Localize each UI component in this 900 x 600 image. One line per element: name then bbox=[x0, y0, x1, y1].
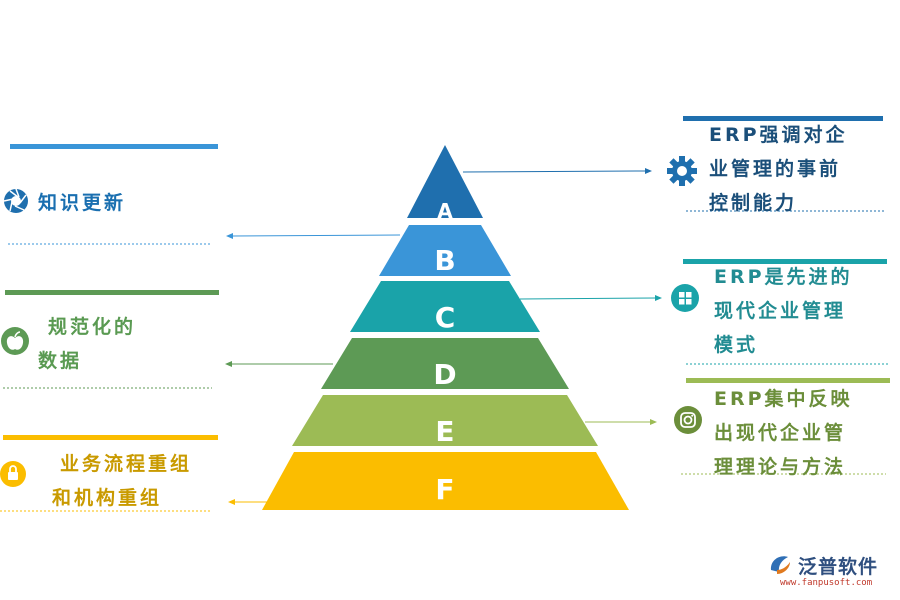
right-card-3-line-3: 理理论与方法 bbox=[714, 456, 847, 478]
brand-url: www.fanpusoft.com bbox=[780, 578, 873, 588]
right-card-1-line-3: 控制能力 bbox=[709, 192, 798, 214]
right-card-3: ERP集中反映 出现代企业管 理理论与方法 bbox=[714, 382, 853, 484]
left-top-bar-2 bbox=[5, 290, 219, 295]
right-card-2-line-1: ERP是先进的 bbox=[714, 266, 853, 288]
gear-icon bbox=[667, 156, 697, 186]
instagram-icon bbox=[674, 406, 702, 434]
pyramid-level-e bbox=[292, 395, 598, 446]
arrow-b-left bbox=[231, 234, 401, 237]
arrowhead-b-left bbox=[226, 233, 233, 239]
right-top-bar-1 bbox=[683, 116, 883, 121]
pyramid-letter-b: B bbox=[434, 244, 455, 277]
pyramid-letter-d: D bbox=[433, 358, 456, 391]
right-top-bar-2 bbox=[683, 259, 887, 264]
pyramid: A B C D E F bbox=[262, 145, 629, 510]
aperture-icon bbox=[3, 188, 28, 213]
right-card-2: ERP是先进的 现代企业管理 模式 bbox=[714, 260, 853, 362]
left-card-2-line-1: 规范化的 bbox=[48, 316, 137, 338]
windows-icon bbox=[671, 284, 699, 312]
arrow-c-right bbox=[519, 297, 657, 300]
left-card-3: 业务流程重组 和机构重组 bbox=[52, 447, 192, 515]
arrow-a-right bbox=[462, 170, 647, 173]
left-card-1-line-1: 知识更新 bbox=[38, 192, 127, 214]
lock-icon bbox=[0, 461, 26, 487]
left-top-bar-3 bbox=[3, 435, 218, 440]
pyramid-level-c bbox=[350, 281, 540, 332]
arrowhead-c-right bbox=[655, 295, 662, 301]
arrowhead-d-left bbox=[225, 361, 232, 367]
left-card-3-line-2: 和机构重组 bbox=[52, 487, 163, 509]
left-card-3-line-1: 业务流程重组 bbox=[60, 453, 193, 475]
left-top-bar-1 bbox=[10, 144, 218, 149]
arrowhead-f-left bbox=[228, 499, 235, 505]
apple-icon bbox=[1, 327, 29, 355]
pyramid-letter-a: A bbox=[437, 199, 453, 223]
right-card-2-line-2: 现代企业管理 bbox=[714, 300, 847, 322]
pyramid-level-f bbox=[262, 452, 629, 510]
right-card-3-line-1: ERP集中反映 bbox=[714, 388, 853, 410]
arrowhead-e-right bbox=[650, 419, 657, 425]
left-card-1: 知识更新 bbox=[38, 186, 126, 220]
right-card-2-line-3: 模式 bbox=[714, 334, 759, 356]
right-top-bar-3 bbox=[686, 378, 890, 383]
arrowhead-a-right bbox=[645, 168, 652, 174]
pyramid-letter-e: E bbox=[435, 415, 454, 448]
left-card-2: 规范化的 数据 bbox=[38, 310, 136, 378]
connector-arrows bbox=[225, 168, 662, 505]
brand-logo-icon bbox=[770, 556, 790, 574]
brand-name: 泛普软件 bbox=[798, 556, 879, 578]
left-card-2-line-2: 数据 bbox=[38, 350, 83, 372]
pyramid-letter-f: F bbox=[435, 473, 454, 506]
pyramid-letter-c: C bbox=[435, 301, 456, 334]
right-card-1-line-2: 业管理的事前 bbox=[709, 158, 842, 180]
pyramid-level-b bbox=[379, 225, 511, 276]
pyramid-level-d bbox=[321, 338, 569, 389]
right-card-1-line-1: ERP强调对企 bbox=[709, 124, 848, 146]
right-card-1: ERP强调对企 业管理的事前 控制能力 bbox=[709, 118, 848, 220]
right-card-3-line-2: 出现代企业管 bbox=[714, 422, 847, 444]
pyramid-level-a bbox=[407, 145, 483, 218]
